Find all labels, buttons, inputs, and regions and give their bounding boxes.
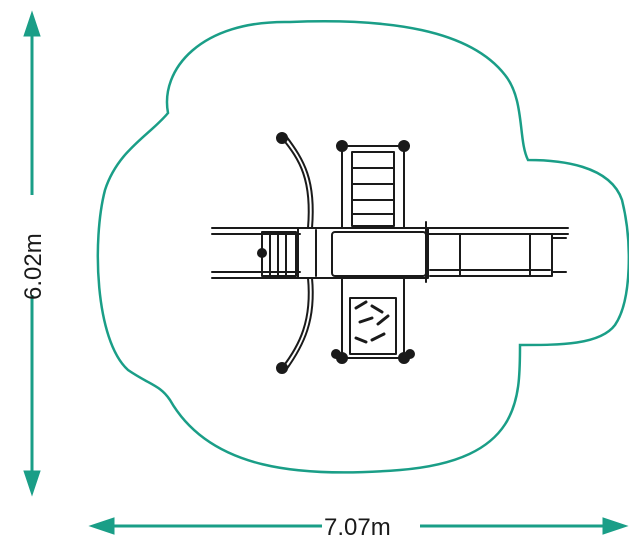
right-slide [425,221,569,283]
arrow-right-icon [602,517,629,535]
curved-climbing-rail [276,132,314,374]
height-label: 6.02m [20,233,47,300]
arrow-down-icon [23,470,41,497]
width-label: 7.07m [324,514,391,541]
arrow-left-icon [88,517,115,535]
height-dimension [23,10,41,497]
playground-equipment-plan-icon [211,132,569,374]
lower-climbing-wall [331,277,415,364]
width-dimension [88,517,629,535]
arrow-up-icon [23,10,41,37]
central-deck [297,227,429,279]
upper-ladder [336,140,410,229]
left-slide [211,227,301,279]
safety-zone-outline [96,20,629,474]
